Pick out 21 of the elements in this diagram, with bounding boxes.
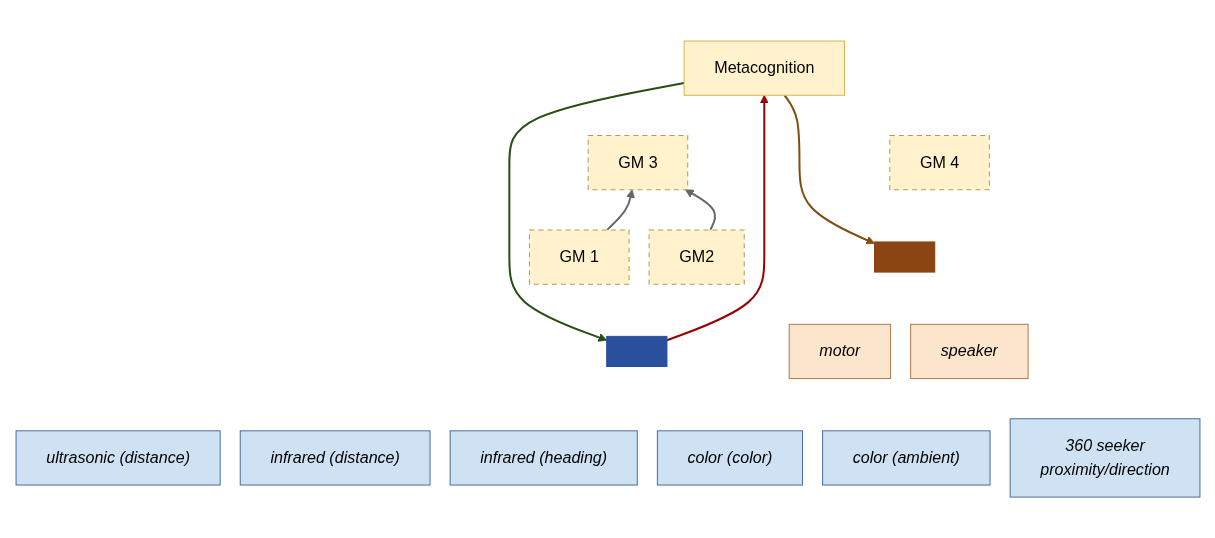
diagram: Metacognition GM 3 GM 1 GM2 GM 4 ultrasonic (distance) infrared (distance) infrared (heading) color (color) color (ambient) 360 seeker proximity/direction motor speaker (7, 32, 1208, 506)
node-box (587, 134, 688, 191)
node-box (821, 430, 991, 486)
node-box (683, 40, 845, 96)
node-box (788, 323, 891, 379)
node-bar (873, 241, 935, 273)
arrow (507, 81, 684, 342)
arrow (666, 94, 769, 342)
node-box (1009, 418, 1200, 498)
node-box (528, 229, 629, 285)
node-box (656, 430, 803, 486)
node-box (888, 134, 990, 191)
arrow (684, 189, 716, 231)
node-box (449, 430, 638, 486)
arrow (606, 189, 635, 231)
node-box (15, 430, 221, 486)
node-box (648, 229, 745, 285)
node-box (239, 430, 431, 486)
node-box (909, 323, 1029, 379)
node-bar (605, 335, 667, 367)
arrow (783, 94, 875, 245)
